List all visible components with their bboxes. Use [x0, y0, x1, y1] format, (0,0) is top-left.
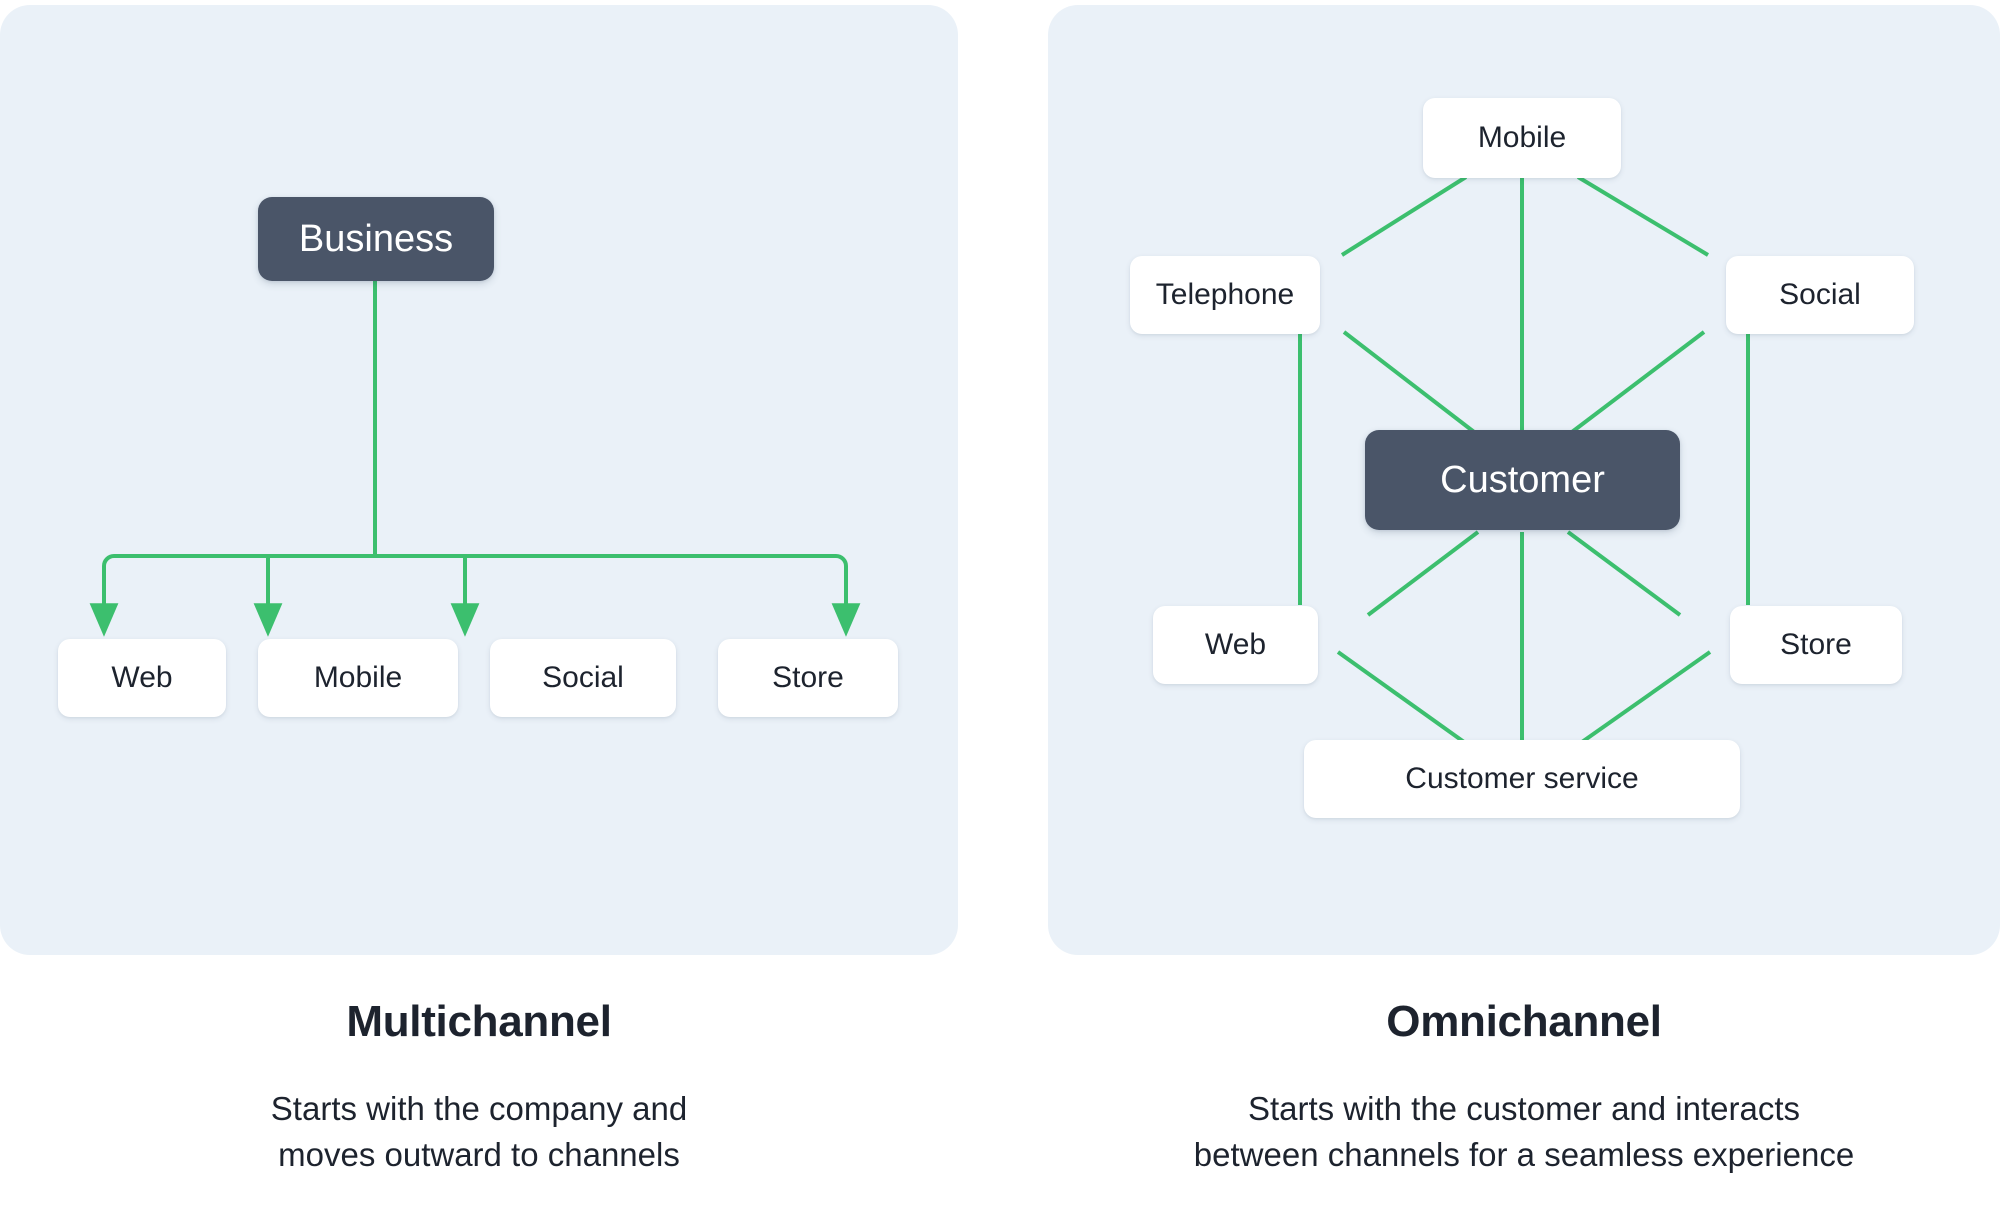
edge-customer-store [1566, 530, 1682, 617]
node-mobile[interactable]: Mobile [258, 639, 458, 717]
node-social-label: Social [542, 661, 624, 694]
node-customer[interactable]: Customer [1365, 430, 1680, 530]
node-business-label: Business [298, 217, 454, 260]
node-social[interactable]: Social [490, 639, 676, 717]
edge-web-service [1336, 650, 1466, 744]
node-web-label: Web [111, 661, 173, 694]
edge-to-store [826, 554, 861, 637]
edge-customer-web [1366, 530, 1480, 617]
omnichannel-connectors [1298, 175, 1750, 744]
node-web[interactable]: Web [1153, 606, 1318, 684]
node-social-label: Social [1779, 278, 1861, 311]
node-store-label: Store [1780, 628, 1852, 661]
node-store-label: Store [772, 661, 844, 694]
multichannel-description-line-1: Starts with the company and [270, 1090, 688, 1127]
node-customer-label: Customer [1440, 458, 1605, 501]
multichannel-connectors [89, 280, 861, 637]
edge-to-web [89, 554, 124, 637]
omnichannel-caption: Omnichannel Starts with the customer and… [1048, 1000, 2000, 1177]
multichannel-description: Starts with the company and moves outwar… [0, 1086, 958, 1177]
node-customer-service[interactable]: Customer service [1304, 740, 1740, 818]
node-customer-service-label: Customer service [1405, 762, 1639, 795]
multichannel-panel: Business Web Mobile Social Store [0, 5, 958, 955]
edge-store-service [1580, 650, 1712, 744]
omnichannel-description-line-2: between channels for a seamless experien… [1193, 1135, 1855, 1173]
node-web-label: Web [1204, 628, 1267, 661]
node-store[interactable]: Store [1730, 606, 1902, 684]
node-mobile-label: Mobile [313, 661, 403, 694]
edge-mobile-telephone [1340, 175, 1468, 257]
node-telephone[interactable]: Telephone [1130, 256, 1320, 334]
node-web[interactable]: Web [58, 639, 226, 717]
multichannel-caption: Multichannel Starts with the company and… [0, 1000, 958, 1177]
omnichannel-panel: Mobile Telephone Social Customer Web Sto… [1048, 5, 2000, 955]
edge-mobile-social [1576, 175, 1710, 257]
node-store[interactable]: Store [718, 639, 898, 717]
node-business[interactable]: Business [258, 197, 494, 281]
omnichannel-description: Starts with the customer and interacts b… [1048, 1086, 2000, 1177]
omnichannel-title: Omnichannel [1386, 997, 1662, 1046]
edge-social-customer [1566, 330, 1706, 437]
multichannel-description-line-2: moves outward to channels [278, 1135, 680, 1173]
node-mobile[interactable]: Mobile [1423, 98, 1621, 178]
node-social[interactable]: Social [1726, 256, 1914, 334]
multichannel-title: Multichannel [346, 997, 612, 1046]
edge-telephone-customer [1342, 330, 1480, 437]
node-telephone-label: Telephone [1155, 278, 1295, 311]
omnichannel-description-line-1: Starts with the customer and interacts [1247, 1090, 1801, 1127]
node-mobile-label: Mobile [1477, 121, 1567, 154]
